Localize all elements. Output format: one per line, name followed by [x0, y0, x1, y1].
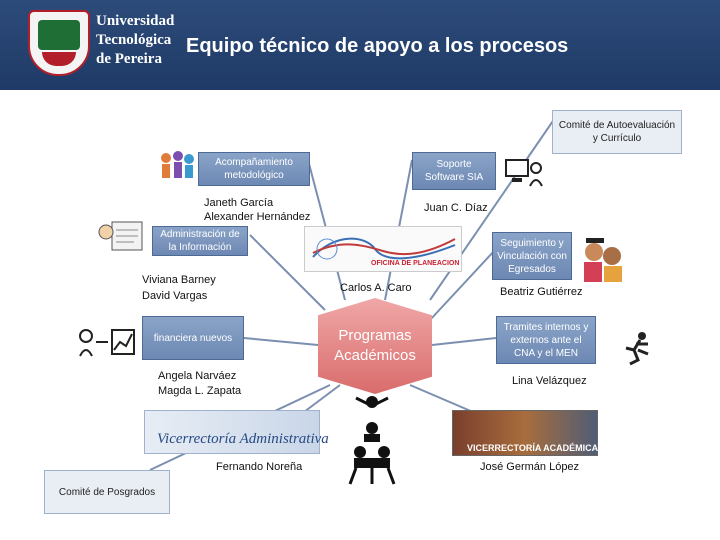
name-lina: Lina Velázquez [512, 375, 587, 387]
university-shield-icon [28, 10, 90, 76]
seguimiento-label: Seguimiento y Vinculación con Egresados [497, 237, 567, 275]
acompanamiento-label: Acompañamiento metodológico [215, 157, 293, 181]
people-group-icon [161, 151, 194, 178]
comite-autoevaluacion-box: Comité de Autoevaluación y Currículo [552, 110, 682, 154]
graduates-icon [584, 238, 622, 282]
oficina-planeacion-logo: OFICINA DE PLANEACION [304, 226, 462, 272]
tramites-box: Tramites internos y externos ante el CNA… [496, 316, 596, 364]
logo-line-2: Tecnológica [96, 32, 172, 48]
document-writing-icon [98, 221, 143, 251]
name-fernando: Fernando Noreña [216, 461, 303, 473]
soporte-box: Soporte Software SIA [412, 152, 496, 190]
name-beatriz: Beatriz Gutiérrez [500, 286, 583, 298]
logo-line-3: de Pereira [96, 51, 162, 67]
logo-line-1: Universidad [96, 13, 175, 29]
vicerrectoria-academica-logo: VICERRECTORÍA ACADÉMICA [452, 410, 598, 456]
name-juan: Juan C. Díaz [424, 202, 488, 214]
vicerrectoria-academica-label: VICERRECTORÍA ACADÉMICA [467, 443, 599, 453]
university-logo: Universidad Tecnológica de Pereira [28, 10, 178, 76]
comite-posgrados-label: Comité de Posgrados [58, 486, 156, 498]
financiera-label: financiera nuevos [153, 332, 233, 344]
name-jose: José Germán López [480, 461, 580, 473]
programas-academicos-node: Programas Académicos [318, 298, 432, 394]
comite-posgrados-box: Comité de Posgrados [44, 470, 170, 514]
administracion-label: Administración de la Información [160, 229, 240, 253]
university-name: Universidad Tecnológica de Pereira [96, 12, 186, 69]
page-title: Equipo técnico de apoyo a los procesos [186, 35, 569, 57]
running-person-icon [625, 332, 649, 366]
administracion-box: Administración de la Información [152, 226, 248, 256]
programas-academicos-label: Programas Académicos [334, 327, 416, 364]
finance-chart-icon [79, 329, 135, 357]
soporte-label: Soporte Software SIA [424, 159, 484, 183]
acompanamiento-box: Acompañamiento metodológico [198, 152, 310, 186]
name-alexander: Alexander Hernández [204, 211, 311, 223]
name-janeth: Janeth García [204, 197, 274, 209]
comite-autoevaluacion-label: Comité de Autoevaluación y Currículo [558, 120, 676, 144]
line-seguimiento [429, 249, 496, 321]
seguimiento-box: Seguimiento y Vinculación con Egresados [492, 232, 572, 280]
tramites-label: Tramites internos y externos ante el CNA… [503, 321, 589, 359]
line-administracion [249, 234, 326, 311]
name-magda: Magda L. Zapata [158, 385, 242, 397]
planeacion-swirl-icon [312, 237, 456, 260]
computer-user-icon [505, 159, 543, 187]
oficina-planeacion-label: OFICINA DE PLANEACION [371, 260, 460, 267]
line-tramites [431, 337, 497, 346]
financiera-box: financiera nuevos [142, 316, 244, 360]
name-carlos: Carlos A. Caro [340, 282, 412, 294]
name-angela: Angela Narváez [158, 370, 237, 382]
name-david: David Vargas [142, 290, 208, 302]
vicerrectoria-administrativa-label: Vicerrectoría Administrativa [157, 431, 329, 447]
name-viviana: Viviana Barney [142, 274, 216, 286]
header-banner: Universidad Tecnológica de Pereira Equip… [0, 0, 720, 90]
line-financiera [243, 337, 319, 346]
vicerrectoria-administrativa-logo: Vicerrectoría Administrativa [144, 410, 329, 454]
acrobats-tower-icon [348, 396, 396, 485]
